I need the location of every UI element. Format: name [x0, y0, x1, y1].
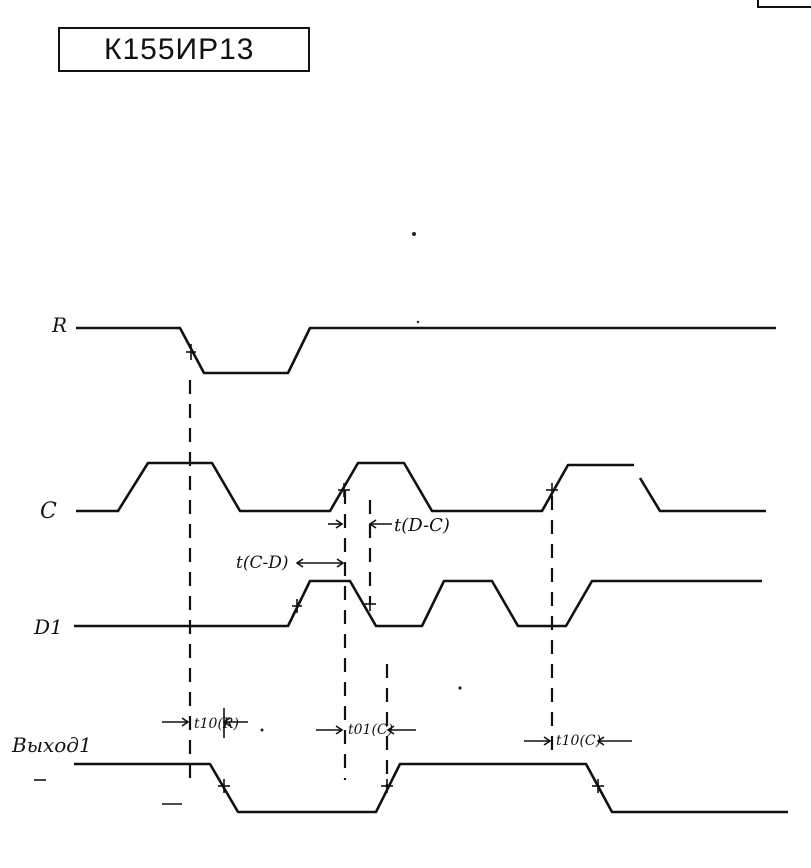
signal-label-out: Выход1 [11, 733, 92, 757]
label-t-c-d: t(C-D) [236, 553, 288, 573]
dimension-t-c01: t01(C) [316, 722, 416, 738]
chip-title: К155ИР13 [58, 27, 310, 72]
scan-noise [260, 232, 462, 732]
dimension-t-c10: t10(C) [524, 733, 632, 749]
corner-frame-mark [757, 0, 811, 8]
dimension-t-r: t10(R) [162, 708, 248, 738]
edge-markers [186, 344, 604, 793]
dimension-t-d-c: t(D-C) [328, 515, 450, 536]
waveform-r [76, 326, 776, 375]
dimension-t-c-d: t(C-D) [236, 553, 345, 573]
signal-label-r: R [51, 313, 67, 337]
label-t-c10: t10(C) [556, 733, 601, 749]
label-t-r: t10(R) [194, 716, 239, 732]
waveform-c-tail [638, 477, 766, 513]
signal-label-d1: D1 [33, 615, 63, 639]
waveform-c [76, 461, 634, 513]
waveform-d1 [74, 579, 762, 628]
signal-label-c: C [40, 499, 57, 524]
label-t-d-c: t(D-C) [394, 515, 450, 536]
label-t-c01: t01(C) [348, 722, 393, 738]
